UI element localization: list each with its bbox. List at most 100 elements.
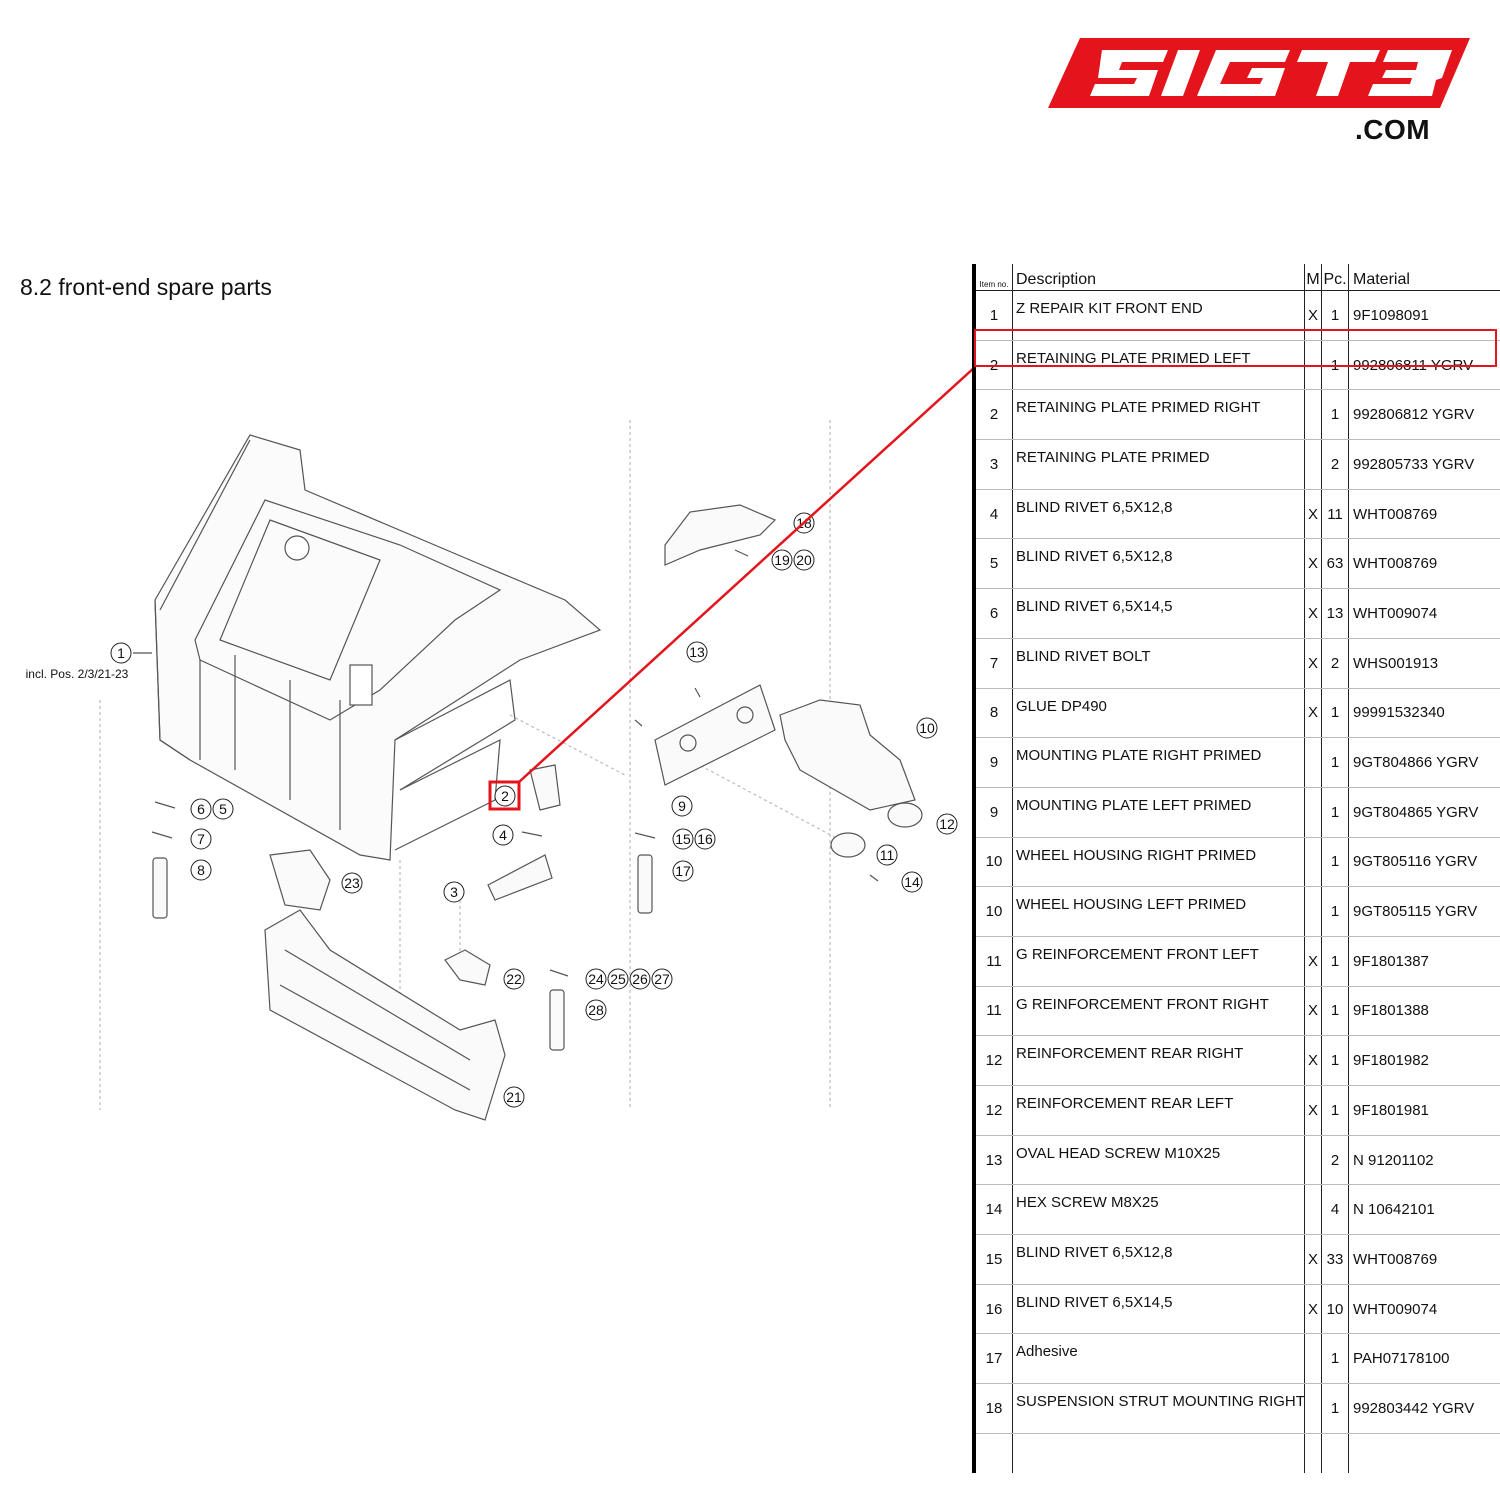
svg-text:4: 4 <box>499 827 507 843</box>
cell-material: WHT009074 <box>1348 588 1500 639</box>
callout-2[interactable]: 2 <box>494 785 516 807</box>
callout-7[interactable]: 7 <box>190 828 212 850</box>
callout-6[interactable]: 6 <box>190 798 212 820</box>
cell-material: WHT008769 <box>1348 538 1500 590</box>
callout-19[interactable]: 19 <box>771 549 793 571</box>
cell-description: G REINFORCEMENT FRONT RIGHT <box>1012 986 1305 1037</box>
callout-27[interactable]: 27 <box>651 968 673 990</box>
cell-m <box>1304 1383 1322 1434</box>
callout-11[interactable]: 11 <box>876 844 898 866</box>
svg-text:1: 1 <box>117 645 125 661</box>
callout-14[interactable]: 14 <box>901 871 923 893</box>
brand-logo[interactable] <box>1040 30 1480 150</box>
cell-pc: 1 <box>1321 290 1349 341</box>
callout-12[interactable]: 12 <box>936 813 958 835</box>
svg-text:6: 6 <box>197 801 205 817</box>
cell-m: X <box>1304 489 1322 540</box>
callout-15[interactable]: 15 <box>672 828 694 850</box>
svg-text:14: 14 <box>904 874 920 890</box>
callout-20[interactable]: 20 <box>793 549 815 571</box>
table-header-row: Item no. Description M Pc. Material <box>972 264 1500 291</box>
callout-4[interactable]: 4 <box>492 824 514 846</box>
cell-m <box>1304 787 1322 838</box>
cell-description: WHEEL HOUSING RIGHT PRIMED <box>1012 837 1305 888</box>
cell-description: BLIND RIVET 6,5X12,8 <box>1012 1234 1305 1285</box>
cell-material: 992803442 YGRV <box>1348 1383 1500 1434</box>
cell-pc: 1 <box>1321 737 1349 788</box>
cell-item-no: 6 <box>972 588 1013 639</box>
callout-23[interactable]: 23 <box>341 872 363 894</box>
cell-m: X <box>1304 1035 1322 1086</box>
callout-16[interactable]: 16 <box>694 828 716 850</box>
callout-25[interactable]: 25 <box>607 968 629 990</box>
filler-cell <box>972 1433 1013 1473</box>
svg-text:5: 5 <box>219 801 227 817</box>
callout-21[interactable]: 21 <box>503 1086 525 1108</box>
logo-domain-suffix: .COM <box>1355 114 1431 145</box>
cell-description: SUSPENSION STRUT MOUNTING RIGHT <box>1012 1383 1305 1434</box>
cell-pc: 1 <box>1321 787 1349 838</box>
callout-8[interactable]: 8 <box>190 859 212 881</box>
cell-pc: 1 <box>1321 986 1349 1037</box>
cell-pc: 11 <box>1321 489 1349 540</box>
callout-17[interactable]: 17 <box>672 860 694 882</box>
callout-26[interactable]: 26 <box>629 968 651 990</box>
callout-24[interactable]: 24 <box>585 968 607 990</box>
cell-m <box>1304 389 1322 441</box>
callout-10[interactable]: 10 <box>916 717 938 739</box>
callout-13[interactable]: 13 <box>686 641 708 663</box>
callout-1[interactable]: 1 <box>110 642 132 664</box>
callout-3[interactable]: 3 <box>443 881 465 903</box>
cell-m: X <box>1304 986 1322 1037</box>
cell-description: HEX SCREW M8X25 <box>1012 1184 1305 1236</box>
svg-text:12: 12 <box>939 816 955 832</box>
cell-item-no: 12 <box>972 1085 1013 1136</box>
callout-22[interactable]: 22 <box>503 968 525 990</box>
cell-material: N 10642101 <box>1348 1184 1500 1236</box>
cell-description: BLIND RIVET 6,5X14,5 <box>1012 588 1305 639</box>
svg-text:8: 8 <box>197 862 205 878</box>
cell-material: 9GT805116 YGRV <box>1348 837 1500 888</box>
cell-m <box>1304 439 1322 490</box>
cell-material: 9GT804866 YGRV <box>1348 737 1500 788</box>
callout-5[interactable]: 5 <box>212 798 234 820</box>
svg-text:24: 24 <box>588 971 604 987</box>
cell-material: WHT008769 <box>1348 489 1500 540</box>
callout-18[interactable]: 18 <box>793 512 815 534</box>
highlighted-row-box <box>974 329 1497 367</box>
cell-m: X <box>1304 1234 1322 1285</box>
cell-item-no: 10 <box>972 886 1013 937</box>
cell-material: WHT008769 <box>1348 1234 1500 1285</box>
callout-9[interactable]: 9 <box>671 795 693 817</box>
cell-item-no: 2 <box>972 389 1013 441</box>
cell-m: X <box>1304 290 1322 341</box>
cell-pc: 1 <box>1321 1333 1349 1385</box>
callout-28[interactable]: 28 <box>585 999 607 1021</box>
cell-material: 9F1098091 <box>1348 290 1500 341</box>
cell-item-no: 4 <box>972 489 1013 540</box>
cell-pc: 1 <box>1321 389 1349 441</box>
